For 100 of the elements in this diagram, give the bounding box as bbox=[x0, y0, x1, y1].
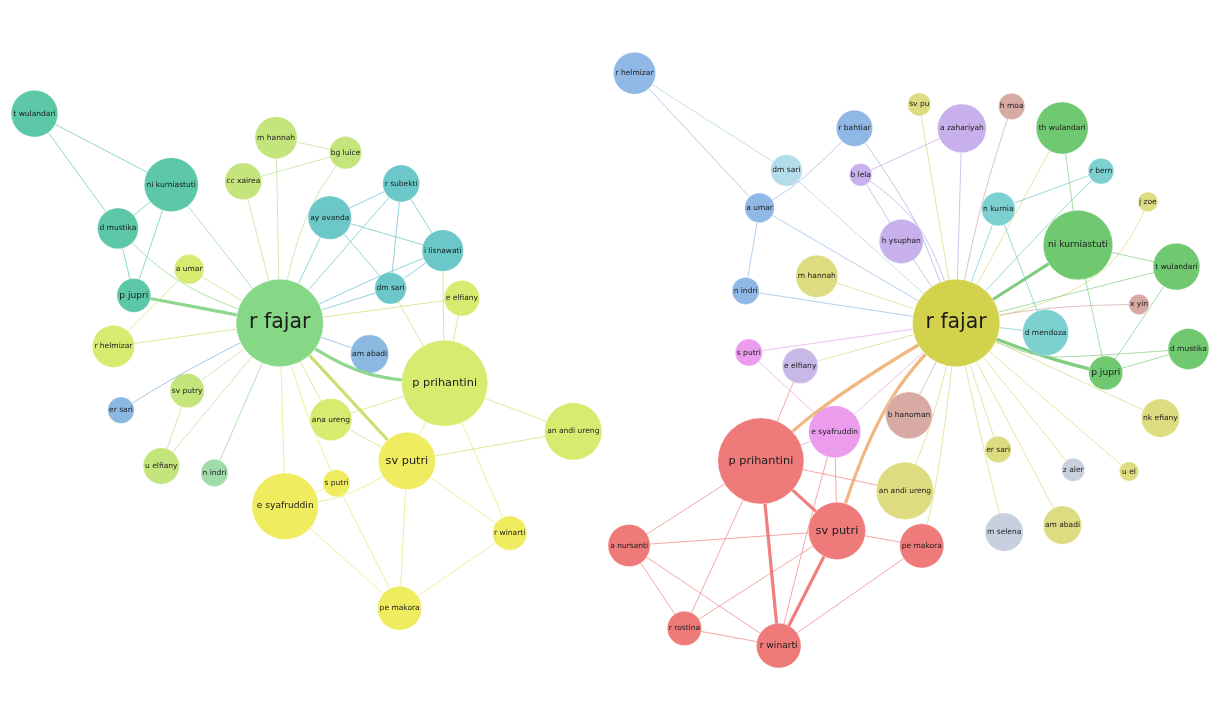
connector bbox=[400, 489, 406, 587]
connector bbox=[134, 328, 237, 344]
connector bbox=[349, 429, 382, 448]
connector bbox=[150, 296, 237, 317]
connector bbox=[260, 156, 331, 177]
connector bbox=[276, 158, 280, 280]
connector bbox=[219, 362, 263, 461]
connector bbox=[802, 469, 878, 486]
connector bbox=[296, 141, 330, 150]
connector bbox=[1085, 278, 1103, 357]
connector bbox=[999, 210, 1145, 317]
connector bbox=[817, 334, 915, 362]
connector bbox=[648, 88, 750, 198]
connector bbox=[791, 343, 920, 433]
connector bbox=[995, 341, 1144, 411]
node-circle: p jupri bbox=[1088, 355, 1123, 390]
connector bbox=[758, 292, 913, 317]
connector bbox=[998, 272, 1155, 313]
connector bbox=[321, 292, 376, 311]
connector bbox=[762, 328, 913, 351]
connector bbox=[320, 336, 352, 349]
connector bbox=[410, 198, 433, 234]
node-circle: r fajar bbox=[912, 279, 1000, 367]
connector bbox=[318, 258, 424, 305]
connector bbox=[308, 354, 389, 441]
connector bbox=[995, 341, 1169, 358]
connector bbox=[999, 327, 1023, 331]
connector bbox=[791, 488, 817, 513]
connector bbox=[976, 361, 1054, 509]
connector bbox=[131, 342, 241, 404]
connector bbox=[1111, 252, 1154, 263]
connector bbox=[187, 205, 253, 289]
node-circle: e syafruddin bbox=[251, 472, 319, 540]
connector bbox=[992, 262, 1050, 301]
connector bbox=[417, 542, 496, 597]
connector bbox=[314, 347, 402, 382]
connector bbox=[122, 248, 131, 280]
connector bbox=[280, 366, 285, 474]
connector bbox=[834, 457, 837, 503]
connector bbox=[771, 141, 843, 201]
connector bbox=[964, 365, 1000, 514]
node-circle: ni kurniastuti bbox=[1043, 210, 1113, 280]
connector bbox=[800, 440, 811, 446]
connector bbox=[843, 353, 927, 504]
connector bbox=[291, 365, 332, 471]
connector bbox=[787, 555, 826, 627]
connector bbox=[298, 236, 321, 284]
connector bbox=[698, 546, 814, 620]
connector bbox=[1121, 354, 1169, 369]
connector bbox=[309, 528, 384, 594]
connector bbox=[1114, 286, 1165, 360]
connector bbox=[649, 532, 809, 545]
connector bbox=[247, 198, 270, 281]
connector bbox=[926, 366, 953, 525]
connector bbox=[913, 259, 932, 287]
node-circle: p prihantini bbox=[401, 340, 488, 427]
connector bbox=[350, 223, 424, 246]
connector bbox=[691, 499, 744, 613]
connector bbox=[1065, 153, 1074, 211]
connector bbox=[976, 150, 1051, 285]
connector bbox=[701, 631, 758, 642]
connector bbox=[430, 477, 496, 524]
connector bbox=[403, 262, 427, 280]
node-circle: p prihantini bbox=[717, 417, 804, 505]
connector bbox=[299, 361, 322, 402]
node-circle: r fajar bbox=[235, 279, 324, 367]
connector bbox=[133, 201, 151, 216]
connector bbox=[342, 495, 391, 589]
connector bbox=[651, 84, 774, 163]
connector bbox=[54, 124, 148, 173]
connector bbox=[391, 201, 400, 273]
connector bbox=[646, 556, 761, 634]
connector bbox=[985, 179, 1093, 292]
connector bbox=[287, 165, 337, 281]
connector bbox=[772, 215, 919, 302]
connector bbox=[998, 304, 1130, 316]
connector bbox=[783, 456, 828, 625]
connector bbox=[646, 483, 725, 535]
connector bbox=[47, 132, 107, 213]
connector bbox=[957, 152, 962, 280]
connector bbox=[1004, 224, 1038, 312]
connector bbox=[350, 396, 404, 414]
connector bbox=[864, 142, 941, 283]
connector bbox=[131, 242, 239, 310]
node-circle: p jupri bbox=[116, 278, 151, 313]
connector bbox=[870, 138, 940, 171]
connector bbox=[484, 398, 547, 422]
node-circle: sv putri bbox=[378, 432, 436, 490]
connector bbox=[127, 279, 179, 332]
connector bbox=[398, 301, 424, 347]
connector bbox=[758, 361, 816, 415]
connector bbox=[798, 180, 924, 295]
connector bbox=[317, 476, 384, 503]
connector bbox=[461, 422, 504, 518]
connector bbox=[777, 381, 794, 422]
connector bbox=[964, 118, 1008, 281]
connector bbox=[763, 503, 779, 624]
connector bbox=[640, 562, 676, 615]
connector bbox=[435, 436, 546, 457]
connector bbox=[308, 197, 390, 291]
